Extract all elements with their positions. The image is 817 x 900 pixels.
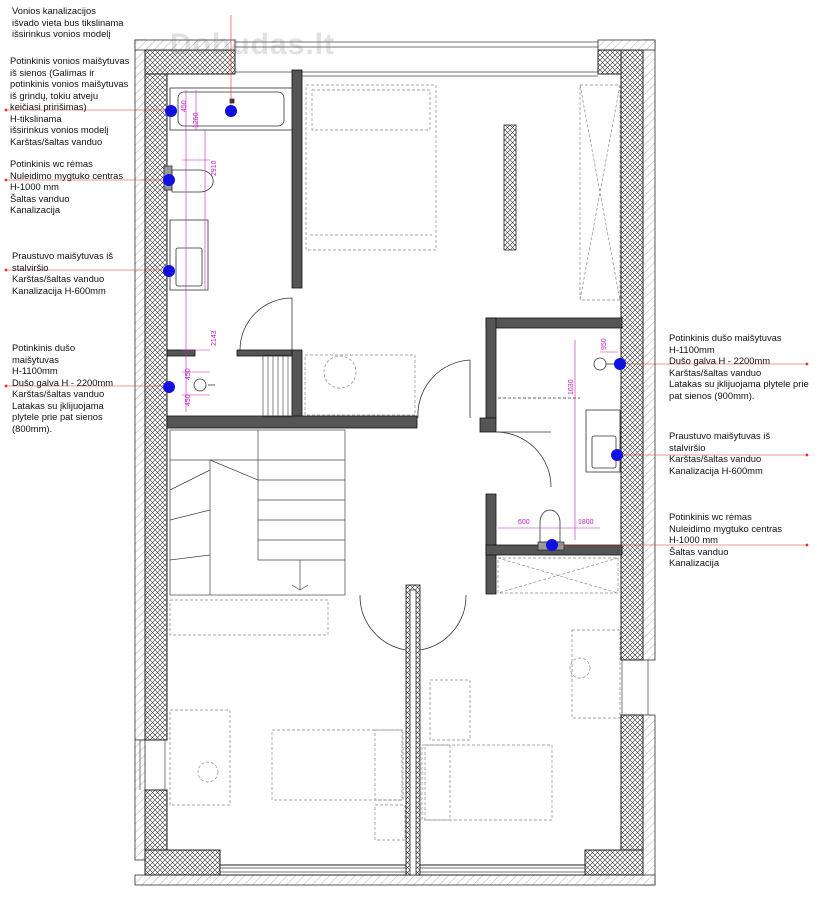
marker-shower-right <box>614 358 626 370</box>
note-bath-drain: Vonios kanalizacijos išvado vieta bus ti… <box>12 5 124 39</box>
stairs <box>169 429 346 596</box>
dim-1030: 1030 <box>568 379 575 395</box>
note-wc-left: Potinkinis wc rėmas Nuleidimo mygtuko ce… <box>10 158 124 215</box>
connection-markers <box>163 105 626 551</box>
watermark: Dobudas.lt <box>170 28 335 61</box>
exterior-walls <box>144 49 644 876</box>
dim-450-c: 450 <box>185 394 192 406</box>
vent-block <box>262 354 293 418</box>
leader-lines <box>5 15 808 546</box>
sink-left <box>169 219 209 291</box>
marker-wc-left <box>163 174 175 186</box>
dim-1250: 1250 <box>193 112 200 128</box>
note-wc-right: Potinkinis wc rėmas Nuleidimo mygtuko ce… <box>669 511 783 568</box>
marker-bath-drain <box>225 105 237 117</box>
shower-right <box>498 357 618 399</box>
note-bath-mixer: Potinkinis vonios maišytuvas iš sienos (… <box>10 55 130 147</box>
note-sink-right: Praustuvo maišytuvas iš stalviršio Karšt… <box>669 430 771 476</box>
door-center <box>359 359 552 651</box>
wardrobe-bar <box>503 124 517 251</box>
door-bath-left <box>239 297 293 351</box>
marker-sink-left <box>163 265 175 277</box>
leader-dots <box>4 108 809 547</box>
dim-450: 450 <box>181 100 188 112</box>
dim-950: 950 <box>601 338 608 350</box>
dimension-lines <box>182 90 618 540</box>
bedrooms-bottom-furniture <box>169 557 621 841</box>
note-sink-left: Praustuvo maišytuvas iš stalviršio Karšt… <box>12 250 114 296</box>
marker-wc-right <box>546 539 558 551</box>
dimension-labels: 450 1250 2910 2143 450 450 950 1030 600 … <box>181 100 608 526</box>
shower-left <box>193 378 215 392</box>
marker-bath-mixer <box>165 105 177 117</box>
sink-right <box>585 409 621 473</box>
bed-top <box>304 84 621 416</box>
note-shower-right: Potinkinis dušo maišytuvas H-1100mm Dušo… <box>669 332 809 401</box>
note-shower-left: Potinkinis dušo maišytuvas H-1100mm Dušo… <box>12 342 114 434</box>
marker-shower-left <box>163 381 175 393</box>
dim-1800: 1800 <box>578 519 594 526</box>
dim-2910: 2910 <box>211 160 218 176</box>
marker-sink-right <box>611 449 623 461</box>
dim-2143: 2143 <box>211 330 218 346</box>
dim-450-b: 450 <box>185 368 192 380</box>
interior-walls <box>166 69 623 876</box>
dim-600: 600 <box>518 519 530 526</box>
